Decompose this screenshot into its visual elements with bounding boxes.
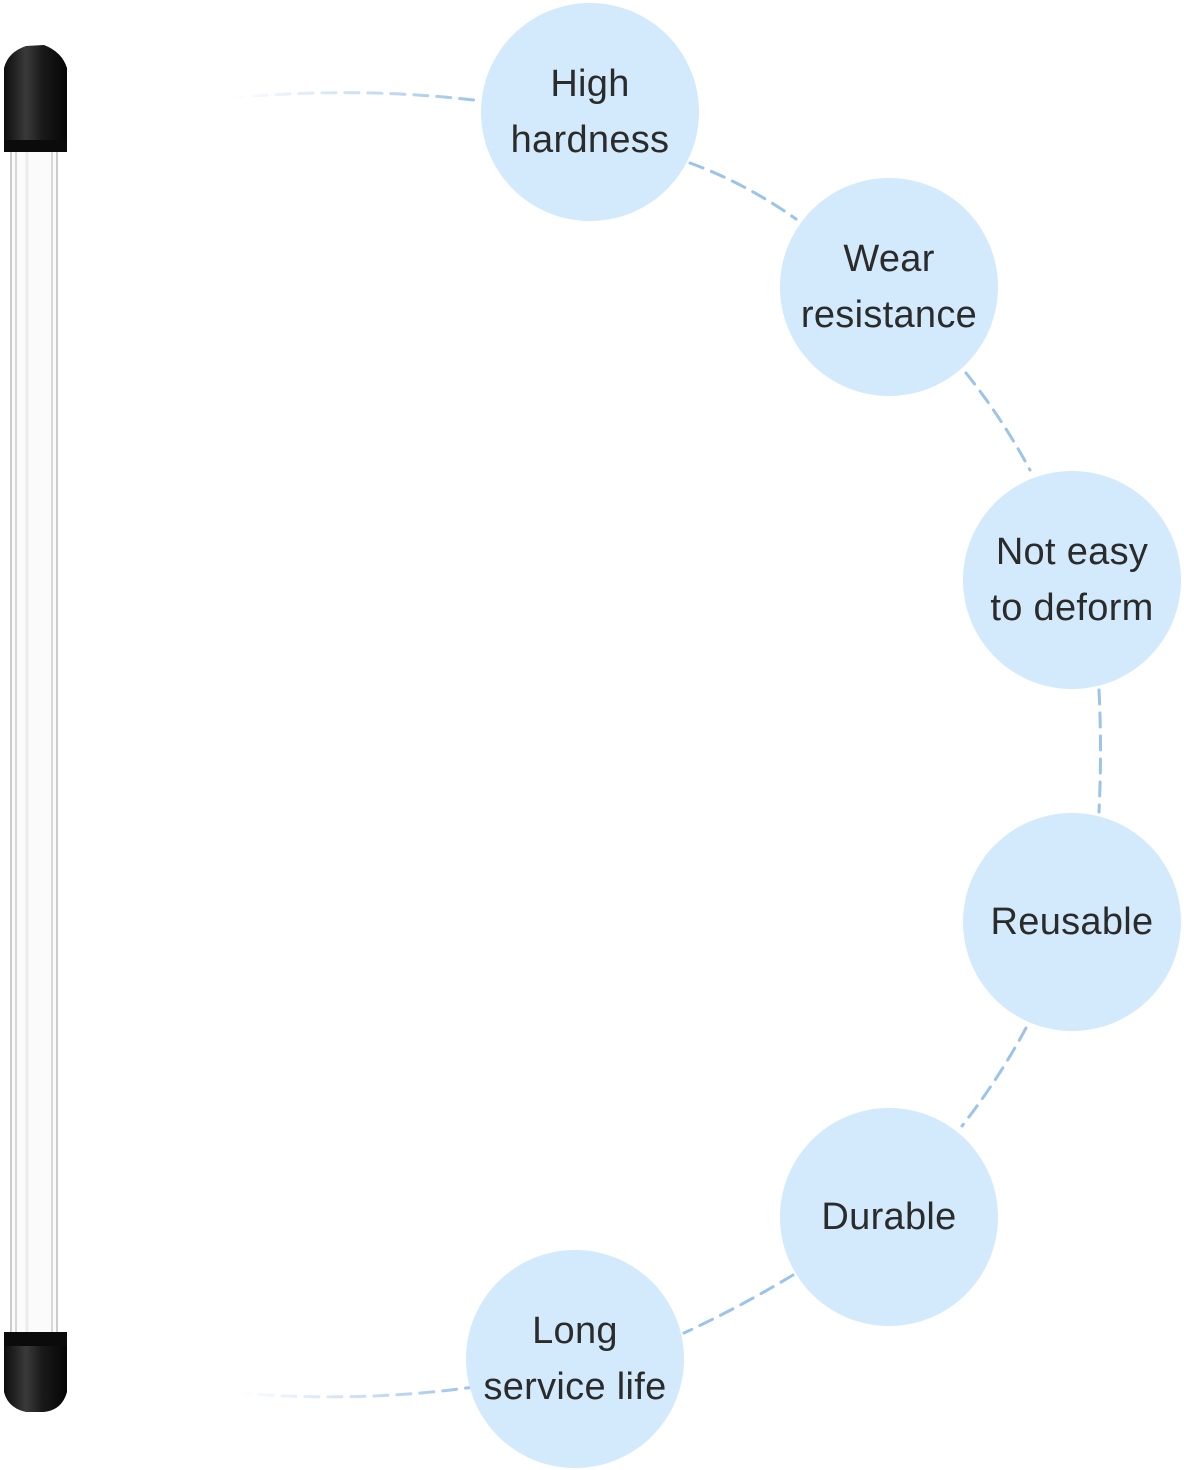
feature-label-line: Wear: [843, 238, 935, 280]
feature-label-line: Reusable: [990, 901, 1154, 943]
feature-label-line: Not easy: [995, 531, 1149, 573]
bottom-cap-rim: [4, 1332, 67, 1346]
feature-circle-not-easy-to-deform: Not easy to deform: [963, 471, 1181, 689]
feature-label-line: Durable: [821, 1196, 957, 1238]
connector-lead-in: [228, 91, 484, 103]
feature-label-line: to deform: [990, 587, 1154, 629]
feature-circle-long-service-life: Long service life: [466, 1250, 684, 1468]
feature-circle-reusable: Reusable: [963, 813, 1181, 1031]
feature-label: High hardness: [490, 56, 690, 168]
feature-label-line: hardness: [510, 119, 670, 161]
feature-circle-wear-resistance: Wear resistance: [780, 178, 998, 396]
feature-circle-durable: Durable: [780, 1108, 998, 1326]
connector-segment-3: [1097, 688, 1102, 814]
tube-image: [4, 45, 67, 1412]
feature-label-line: Long: [532, 1310, 618, 1352]
top-cap: [4, 45, 67, 152]
bottom-cap: [4, 1332, 67, 1412]
feature-label: Wear resistance: [784, 231, 994, 343]
connector-segment-5: [682, 1273, 795, 1335]
feature-label-line: resistance: [800, 294, 978, 336]
top-cap-rim: [4, 140, 67, 152]
feature-label: Durable: [821, 1189, 956, 1245]
connector-segment-1: [688, 161, 798, 221]
connector-segment-4: [960, 1026, 1028, 1128]
feature-label-line: service life: [483, 1366, 667, 1408]
connector-arc: [228, 91, 1102, 1399]
tube-body: [10, 109, 58, 1351]
connector-lead-out: [234, 1385, 476, 1399]
connector-segment-2: [964, 371, 1032, 472]
feature-label-line: High: [550, 63, 630, 105]
feature-label: Reusable: [991, 894, 1154, 950]
feature-label: Long service life: [470, 1303, 680, 1415]
feature-circle-high-hardness: High hardness: [481, 3, 699, 221]
feature-label: Not easy to deform: [967, 524, 1177, 636]
